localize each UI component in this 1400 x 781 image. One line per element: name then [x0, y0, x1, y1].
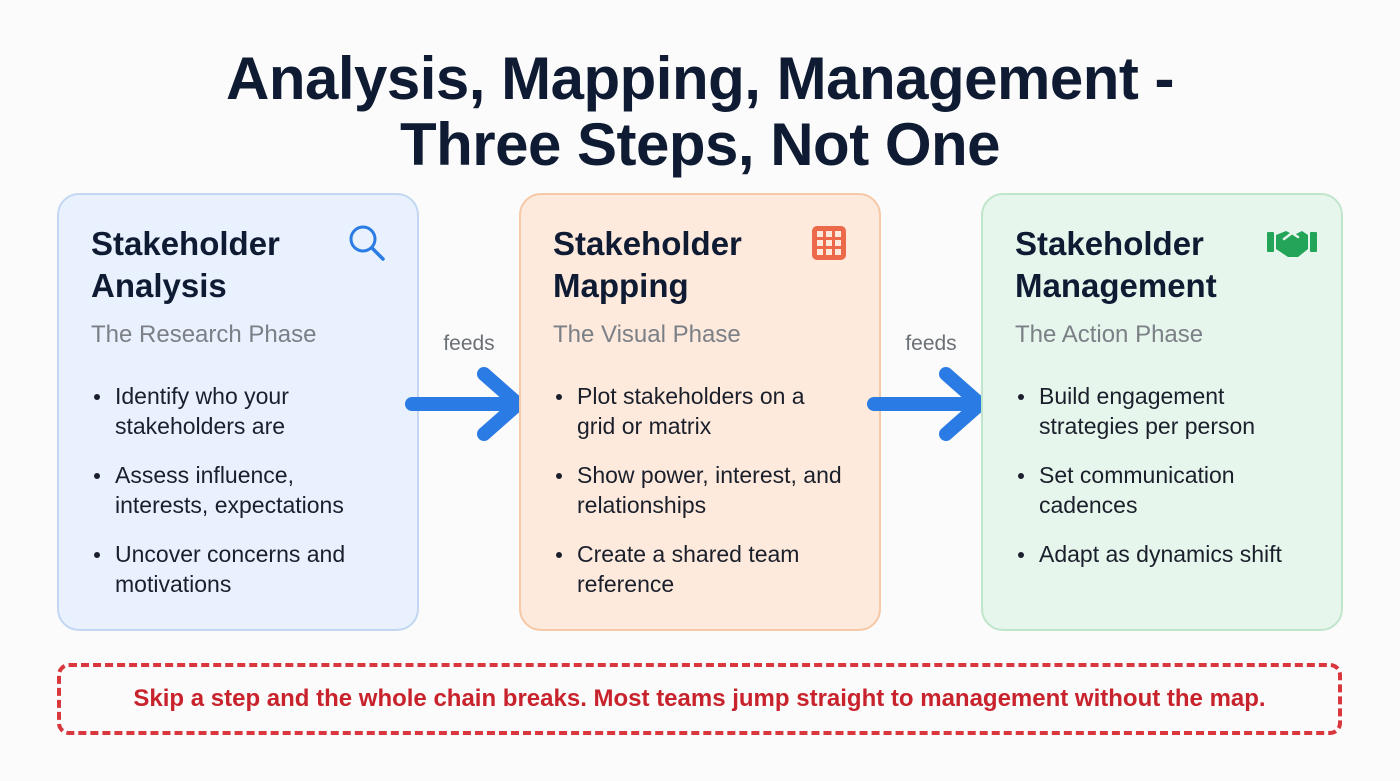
bullet-list: Build engagement strategies per person S…	[1015, 381, 1309, 569]
page-title: Analysis, Mapping, Management - Three St…	[0, 46, 1400, 178]
list-item: Build engagement strategies per person	[1015, 381, 1309, 441]
card-stakeholder-mapping: Stakeholder Mapping The Visual Phase Plo…	[519, 193, 881, 631]
list-item: Plot stakeholders on a grid or matrix	[553, 381, 847, 441]
card-title: Stakeholder Mapping	[553, 225, 742, 304]
title-line-1: Analysis, Mapping, Management -	[226, 45, 1175, 112]
title-line-2: Three Steps, Not One	[399, 111, 1001, 178]
warning-callout: Skip a step and the whole chain breaks. …	[57, 663, 1342, 735]
arrow-right-icon	[867, 367, 987, 441]
bullet-list: Plot stakeholders on a grid or matrix Sh…	[553, 381, 847, 599]
connector-analysis-to-mapping: feeds	[404, 330, 534, 445]
list-item: Create a shared team reference	[553, 539, 847, 599]
list-item: Assess influence, interests, expectation…	[91, 460, 385, 520]
card-subtitle: The Research Phase	[91, 321, 317, 348]
list-item: Adapt as dynamics shift	[1015, 539, 1309, 569]
card-stakeholder-analysis: Stakeholder Analysis The Research Phase …	[57, 193, 419, 631]
handshake-icon	[1265, 223, 1319, 263]
card-title: Stakeholder Analysis	[91, 225, 280, 304]
list-item: Set communication cadences	[1015, 460, 1309, 520]
callout-text: Skip a step and the whole chain breaks. …	[133, 685, 1266, 712]
grid-icon	[809, 223, 849, 263]
feeds-label: feeds	[905, 332, 957, 355]
card-title: Stakeholder Management	[1015, 225, 1217, 304]
card-stakeholder-management: Stakeholder Management The Action Phase …	[981, 193, 1343, 631]
arrow-right-icon	[405, 367, 525, 441]
card-subtitle: The Visual Phase	[553, 321, 741, 348]
card-subtitle: The Action Phase	[1015, 321, 1204, 348]
feeds-label: feeds	[443, 332, 495, 355]
bullet-list: Identify who your stakeholders are Asses…	[91, 381, 385, 599]
list-item: Identify who your stakeholders are	[91, 381, 385, 441]
list-item: Uncover concerns and motivations	[91, 539, 385, 599]
list-item: Show power, interest, and relationships	[553, 460, 847, 520]
search-icon	[347, 223, 387, 263]
connector-mapping-to-management: feeds	[866, 330, 996, 445]
